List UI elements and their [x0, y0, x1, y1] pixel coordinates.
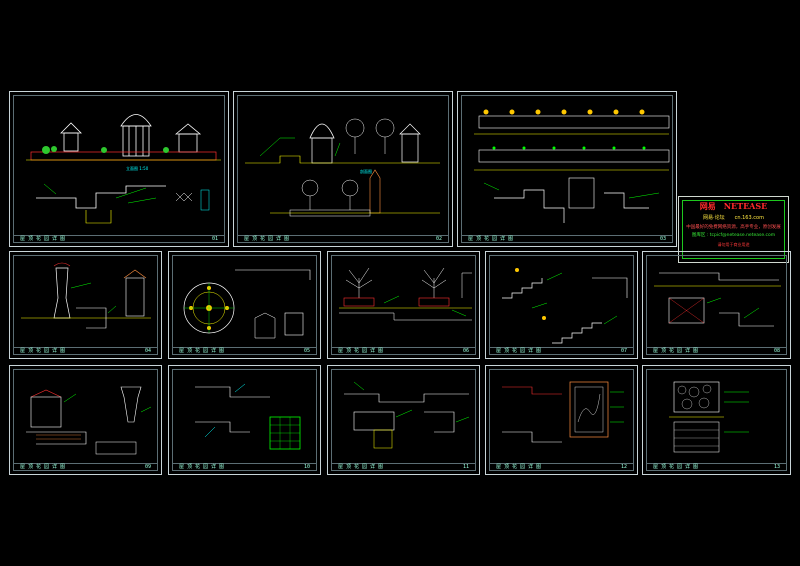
banner-line-3: 图库区 : tcpicf@netease.netease.com: [691, 233, 776, 238]
stone-wall-detail-drawing: [669, 381, 749, 453]
drawing-sheet-10[interactable]: 屋 顶 花 园 详 图 10: [168, 365, 321, 475]
sheet-number: 10: [303, 464, 310, 470]
sheet-number: 09: [144, 464, 151, 470]
sheet-title-block: 屋 顶 花 园 详 图 07: [490, 347, 633, 354]
sheet-title-block: 屋 顶 花 园 详 图 02: [238, 235, 448, 242]
sheet-number: 05: [303, 348, 310, 354]
sheet-title-block: 屋 顶 花 园 详 图 03: [462, 235, 672, 242]
drawing-sheet-9[interactable]: 屋 顶 花 园 详 图 09: [9, 365, 162, 475]
drawing-sheet-3[interactable]: 屋 顶 花 园 详 图 03: [457, 91, 677, 247]
drawing-sheet-4[interactable]: 屋 顶 花 园 详 图 04: [9, 251, 162, 359]
sheet-number: 06: [462, 348, 469, 354]
sheet-title: 屋 顶 花 园 详 图: [20, 464, 66, 470]
sheet-number: 13: [773, 464, 780, 470]
elevation-drawing: 立面图 1:50: [26, 114, 221, 224]
sheet-title-block: 屋 顶 花 园 详 图 12: [490, 463, 633, 470]
railing-elevation-drawing: [474, 109, 670, 223]
water-feature-section-drawing: [344, 381, 470, 449]
sheet-number: 11: [462, 464, 469, 470]
drawing-sheet-13[interactable]: 屋 顶 花 园 详 图 13: [642, 365, 791, 475]
sheet-title-block: 屋 顶 花 园 详 图 04: [14, 347, 157, 354]
drawing-sheet-12[interactable]: 屋 顶 花 园 详 图 12: [485, 365, 638, 475]
tree-planter-section-drawing: [339, 267, 472, 321]
sheet-title: 屋 顶 花 园 详 图: [653, 348, 699, 354]
banner-line-4: 请勿用于商业用途: [717, 242, 750, 247]
drawing-sheet-6[interactable]: 屋 顶 花 园 详 图 06: [327, 251, 480, 359]
sheet-title: 屋 顶 花 园 详 图: [179, 348, 225, 354]
sheet-title-block: 屋 顶 花 园 详 图 11: [332, 463, 475, 470]
banner-line-2: 中国最好的免费网络资源，高手专业，原创发展: [686, 225, 781, 230]
svg-text:剖面图: 剖面图: [360, 168, 372, 174]
banner-frame: [682, 200, 785, 259]
sheet-title-block: 屋 顶 花 园 详 图 13: [647, 463, 786, 470]
sheet-title: 屋 顶 花 园 详 图: [496, 348, 542, 354]
banner-line-1: 网易·论坛 cn.163.com: [703, 215, 764, 221]
sheet-number: 01: [211, 236, 218, 242]
drawing-sheet-5[interactable]: 屋 顶 花 园 详 图 05: [168, 251, 321, 359]
pool-edge-detail-drawing: [654, 272, 781, 327]
sheet-title: 屋 顶 花 园 详 图: [338, 348, 384, 354]
section-drawing: 剖面图: [245, 118, 440, 217]
sheet-title: 屋 顶 花 园 详 图: [179, 464, 225, 470]
drawing-sheet-7[interactable]: 屋 顶 花 园 详 图 07: [485, 251, 638, 359]
sheet-title-block: 屋 顶 花 园 详 图 01: [14, 235, 224, 242]
sheet-title: 屋 顶 花 园 详 图: [468, 236, 514, 242]
sheet-title-block: 屋 顶 花 园 详 图 05: [173, 347, 316, 354]
sheet-title-block: 屋 顶 花 园 详 图 09: [14, 463, 157, 470]
sheet-number: 03: [659, 236, 666, 242]
sheet-title: 屋 顶 花 园 详 图: [653, 464, 699, 470]
round-pavilion-plan-drawing: [183, 269, 311, 339]
sheet-title-block: 屋 顶 花 园 详 图 08: [647, 347, 786, 354]
sheet-title: 屋 顶 花 园 详 图: [20, 236, 66, 242]
banner-brand: 网易 NETEASE: [699, 201, 768, 211]
sheet-title: 屋 顶 花 园 详 图: [244, 236, 290, 242]
sheet-title: 屋 顶 花 园 详 图: [20, 348, 66, 354]
sheet-number: 04: [144, 348, 151, 354]
drawing-sheet-1[interactable]: 立面图 1:50 屋 顶 花 园 详 图 01: [9, 91, 229, 247]
sheet-number: 12: [620, 464, 627, 470]
svg-text:立面图 1:50: 立面图 1:50: [126, 165, 149, 171]
stair-section-drawing: [502, 268, 628, 344]
drawing-sheet-8[interactable]: 屋 顶 花 园 详 图 08: [642, 251, 791, 359]
paving-pattern-drawing: [195, 383, 301, 450]
relief-wall-detail-drawing: [502, 381, 624, 443]
sheet-title: 屋 顶 花 园 详 图: [338, 464, 384, 470]
drawing-sheet-11[interactable]: 屋 顶 花 园 详 图 11: [327, 365, 480, 475]
sheet-number: 08: [773, 348, 780, 354]
sheet-title-block: 屋 顶 花 园 详 图 10: [173, 463, 316, 470]
pergola-detail-drawing: [26, 386, 152, 455]
sheet-title-block: 屋 顶 花 园 详 图 06: [332, 347, 475, 354]
sheet-number: 07: [620, 348, 627, 354]
sheet-number: 02: [435, 236, 442, 242]
column-detail-drawing: [21, 262, 151, 329]
drawing-sheet-2[interactable]: 剖面图 屋 顶 花 园 详 图 02: [233, 91, 453, 247]
sheet-title: 屋 顶 花 园 详 图: [496, 464, 542, 470]
